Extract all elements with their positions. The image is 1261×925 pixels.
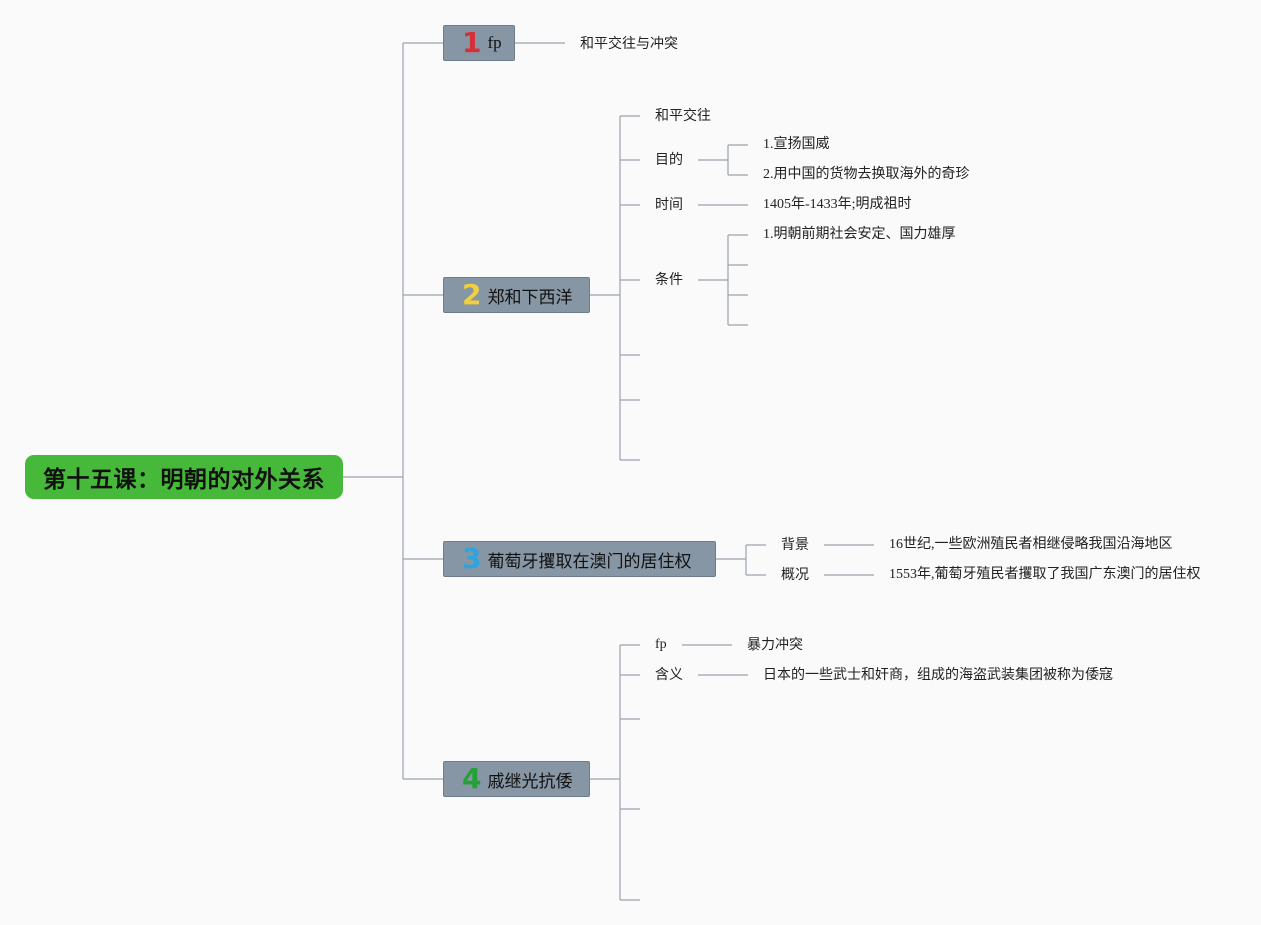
b1-child-0[interactable]: 和平交往与冲突	[580, 36, 678, 52]
b2-child-1-sub-1[interactable]: 2.用中国的货物去换取海外的奇珍	[763, 167, 970, 182]
b3-child-1[interactable]: 概况	[781, 567, 809, 583]
number-2-icon: 2	[462, 278, 482, 311]
branch-2-label: 郑和下西洋	[487, 287, 573, 308]
number-4-icon: 4	[462, 762, 482, 795]
b2-child-1-sub-0[interactable]: 1.宣扬国威	[763, 137, 830, 152]
branch-4-label: 戚继光抗倭	[487, 771, 573, 792]
b2-child-2[interactable]: 时间	[655, 197, 683, 213]
branch-1-label: fp	[487, 33, 502, 52]
number-3-icon: 3	[462, 542, 482, 575]
b3-child-0-sub-0[interactable]: 16世纪,一些欧洲殖民者相继侵略我国沿海地区	[889, 537, 1173, 552]
number-1-icon: 1	[462, 26, 482, 59]
b4-child-1[interactable]: 含义	[655, 667, 683, 683]
branch-3-label: 葡萄牙攫取在澳门的居住权	[487, 551, 692, 572]
branch-1[interactable]: 1 fp	[443, 25, 515, 61]
branch-4[interactable]: 4 戚继光抗倭	[443, 761, 590, 797]
branch-2[interactable]: 2 郑和下西洋	[443, 277, 590, 313]
b2-child-2-sub-0[interactable]: 1405年-1433年;明成祖时	[763, 197, 912, 212]
branch-3[interactable]: 3 葡萄牙攫取在澳门的居住权	[443, 541, 716, 577]
root-title: 第十五课：明朝的对外关系	[43, 467, 325, 493]
root-topic[interactable]: 第十五课：明朝的对外关系	[25, 455, 343, 499]
b2-child-1[interactable]: 目的	[655, 152, 683, 168]
b4-child-0[interactable]: fp	[655, 637, 667, 652]
b4-child-0-sub-0[interactable]: 暴力冲突	[747, 637, 803, 653]
b3-child-0[interactable]: 背景	[781, 537, 809, 553]
b3-child-1-sub-0[interactable]: 1553年,葡萄牙殖民者攫取了我国广东澳门的居住权	[889, 567, 1201, 582]
b4-child-1-sub-0[interactable]: 日本的一些武士和奸商，组成的海盗武装集团被称为倭寇	[763, 667, 1113, 683]
b2-child-3-sub-0[interactable]: 1.明朝前期社会安定、国力雄厚	[763, 227, 956, 242]
b2-child-3[interactable]: 条件	[655, 272, 683, 288]
b2-child-0[interactable]: 和平交往	[655, 108, 711, 124]
